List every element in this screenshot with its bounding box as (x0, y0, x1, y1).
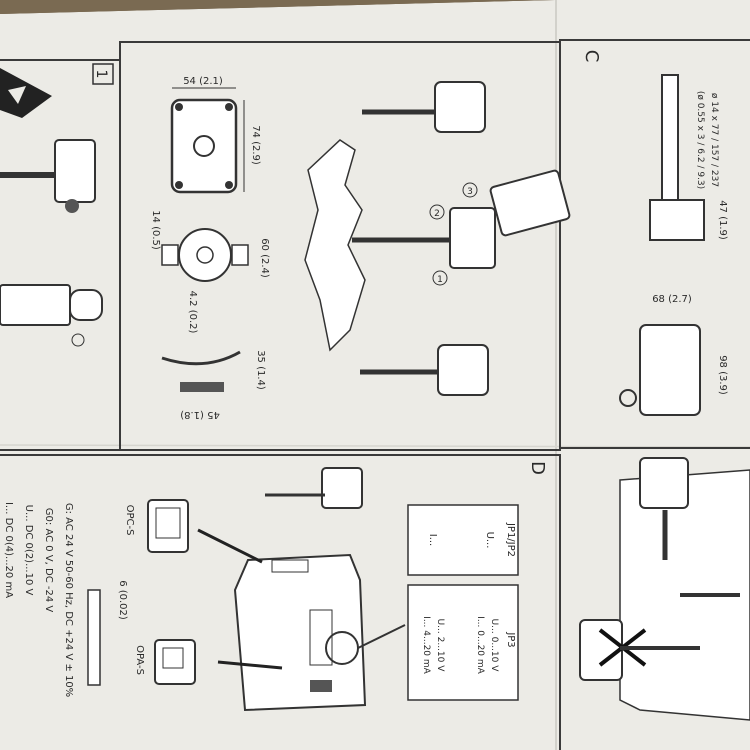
panel-dimensions: 54 (2.1) 74 (2.9) 14 (0.5) 60 (2.4) 4.2 … (150, 76, 571, 420)
legend-line-u: U... DC 0(2)...10 V (23, 505, 34, 596)
flange-view (178, 228, 232, 282)
step-number: 3 (467, 187, 473, 197)
sensor-top-right (639, 457, 689, 509)
flange-center (196, 246, 214, 264)
flange-tab (231, 244, 249, 266)
probe-stem (661, 74, 679, 201)
profile-curve (161, 350, 241, 366)
legend-line-g: G: AC 24 V 50-60 Hz, DC +24 V ± 10% (63, 503, 74, 697)
sensor-housing-sketch (54, 139, 96, 203)
jp3-row4: I... 4...20 mA (421, 616, 431, 674)
step-number: 1 (437, 275, 443, 285)
terminal-block (271, 559, 309, 573)
jp3-row3: U... 2...10 V (435, 619, 445, 673)
step-number: 2 (434, 209, 440, 219)
panel-C: C ø 14 x 77 / 157 / 237 (ø 0.55 x 3 / 6.… (581, 50, 728, 416)
dim-offset: 4.2 (0.2) (187, 291, 198, 334)
dim-flange-height: 60 (2.4) (259, 238, 270, 278)
jumper-table-jp3 (407, 584, 519, 701)
opa-label: OPA-S (134, 645, 145, 675)
probe-dim-line2: (ø 0.55 x 3 / 6.2 / 9.3) (695, 91, 705, 189)
dim-top-width: 54 (2.1) (183, 76, 223, 87)
corner-screw (225, 181, 233, 189)
jp1-row1: U... (484, 532, 495, 549)
panel-frames (0, 39, 750, 750)
front-width-dim: 68 (2.7) (652, 294, 692, 305)
jp3-row1: U... 0...10 V (489, 619, 499, 673)
step-circle (462, 182, 478, 198)
logo-mark (0, 68, 52, 118)
legend-line-i: I... DC 0(4)...20 mA (3, 502, 14, 598)
step-circle (429, 204, 445, 220)
housing-screw (193, 135, 215, 157)
panel-c-label: C (581, 50, 602, 63)
step-circles (429, 182, 478, 286)
panel-d-label: D (527, 461, 548, 475)
pointer-arrow (217, 660, 283, 670)
step-circle (71, 333, 85, 347)
jp1-title: JP1/JP2 (505, 522, 516, 557)
panel-number-label: 1 (93, 70, 109, 79)
gland-sketch (65, 199, 79, 213)
corner-screw (175, 103, 183, 111)
panel-1: 1 (0, 63, 114, 347)
sensor-bottom (437, 344, 489, 396)
jp3-row2: I... 0...20 mA (475, 616, 485, 674)
paper-fold-horizontal (0, 444, 750, 448)
mounting-illustration (579, 457, 750, 721)
jp3-title: JP3 (505, 631, 516, 647)
paper-shadow-top (0, 0, 555, 14)
duct-wall (304, 139, 366, 352)
opc-screen (155, 507, 181, 539)
front-housing (639, 324, 701, 416)
pointer-arrow (197, 528, 263, 564)
profile-base (180, 382, 224, 392)
circuit-board (233, 553, 367, 712)
sensor-mid (449, 207, 496, 269)
probe-housing (649, 199, 705, 241)
lcd-connector (310, 680, 332, 692)
sensor-top (434, 81, 486, 133)
body-depth-dim: 47 (1.9) (717, 200, 728, 240)
probe-dim-line1: ø 14 x 77 / 157 / 237 (709, 93, 719, 187)
legend-line-g0: G0: AC 0 V, DC -24 V (43, 508, 54, 613)
corner-screw (175, 181, 183, 189)
cable-spacing-dim: 6 (0.02) (117, 580, 128, 620)
panel-D: D JP1/JP2 U... I... JP3 U... 0...10 V I.… (3, 461, 548, 712)
dim-flange-width: 14 (0.5) (150, 210, 161, 250)
corner-screw (225, 103, 233, 111)
jumper-table-jp1 (407, 504, 519, 576)
opa-screen (162, 647, 184, 669)
sensor-lid (489, 169, 571, 237)
sensor-icon-top (321, 467, 363, 509)
front-height-dim: 98 (3.9) (717, 355, 728, 395)
dim-side-height: 74 (2.9) (250, 125, 261, 165)
dim-profile-width: 45 (1.8) (180, 409, 220, 420)
flange-tab (161, 244, 179, 266)
step-circle (432, 270, 448, 286)
front-gland (619, 389, 637, 407)
opc-label: OPC-S (124, 505, 135, 536)
plug-sketch (0, 284, 71, 326)
panel-number-box (92, 63, 114, 85)
logo-cutout (8, 86, 26, 104)
cable-sketch (87, 589, 101, 686)
plug-cap-sketch (69, 289, 103, 321)
housing-top-view (170, 98, 238, 194)
jumper-zoom-arrow (357, 624, 406, 649)
jp1-row2: I... (427, 534, 438, 547)
dim-profile-height: 35 (1.4) (255, 350, 266, 390)
